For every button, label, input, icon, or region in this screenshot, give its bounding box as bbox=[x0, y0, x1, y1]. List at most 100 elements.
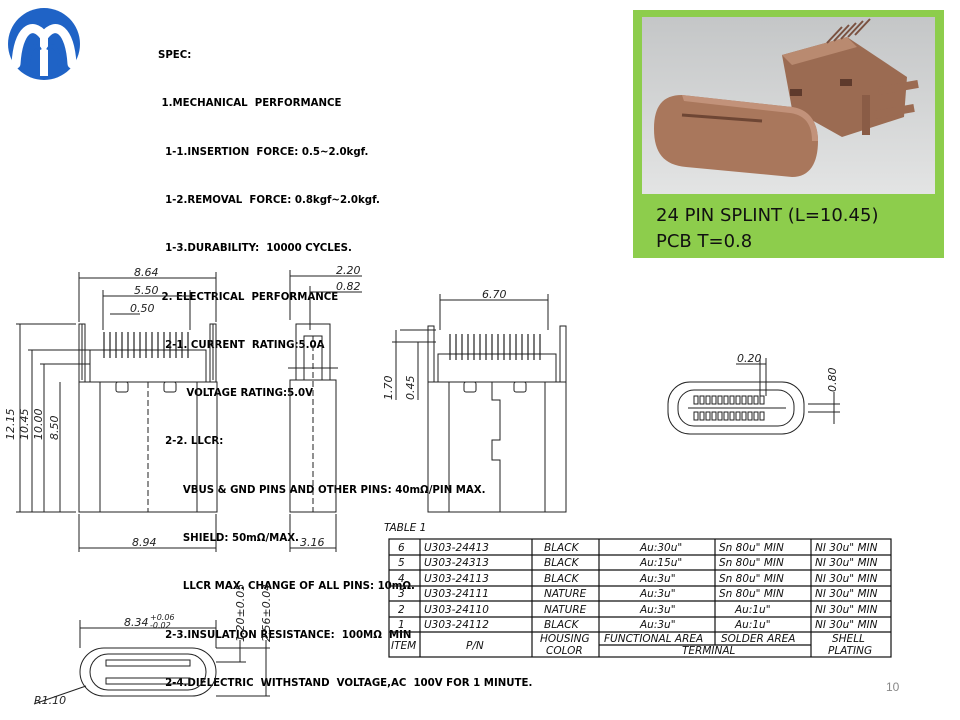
cell-solder: Au:1u" bbox=[734, 604, 771, 616]
dim-10.00: 10.00 bbox=[32, 409, 45, 441]
cell-shell: NI 30u" MIN bbox=[815, 619, 878, 631]
dim-8.64: 8.64 bbox=[134, 266, 159, 279]
header-item: ITEM bbox=[391, 640, 416, 652]
cell-item: 1 bbox=[398, 619, 405, 631]
cell-solder: Sn 80u" MIN bbox=[719, 588, 784, 600]
dim-0.50: 0.50 bbox=[130, 302, 155, 315]
cell-item: 4 bbox=[398, 573, 405, 585]
spec-line: 1-3.DURABILITY: 10000 CYCLES. bbox=[158, 243, 352, 255]
table-row: 5 U303-24313 BLACK Au:15u" Sn 80u" MIN N… bbox=[398, 557, 878, 569]
cell-item: 3 bbox=[398, 588, 405, 600]
cell-color: BLACK bbox=[544, 573, 580, 585]
bottom-view bbox=[33, 620, 270, 705]
table-row: 2 U303-24110 NATURE Au:3u" Au:1u" NI 30u… bbox=[398, 604, 878, 616]
spec-line: 1-2.REMOVAL FORCE: 0.8kgf~2.0kgf. bbox=[158, 195, 380, 207]
cell-functional: Au:3u" bbox=[639, 619, 676, 631]
spec-line: VOLTAGE RATING:5.0V bbox=[158, 388, 314, 400]
cell-pn: U303-24413 bbox=[424, 542, 489, 554]
dim-1.20: 1.20±0.05 bbox=[234, 584, 247, 642]
cell-pn: U303-24313 bbox=[424, 557, 489, 569]
cell-shell: NI 30u" MIN bbox=[815, 588, 878, 600]
cell-shell: NI 30u" MIN bbox=[815, 557, 878, 569]
plating-table: TABLE 1 6 U303-24413 BLACK Au:30u" Sn 80… bbox=[384, 522, 892, 658]
side-view bbox=[288, 270, 362, 552]
caption-line-1: 24 PIN SPLINT (L=10.45) bbox=[656, 205, 879, 226]
cell-shell: NI 30u" MIN bbox=[815, 604, 878, 616]
spec-line: 2-3.INSULATION RESISTANCE: 100MΩ MIN bbox=[158, 629, 412, 641]
dim-tol-down: -0.02 bbox=[150, 621, 171, 630]
spec-line: 2-2. LLCR: bbox=[158, 436, 224, 448]
spec-line: 2-4.DIELECTRIC WITHSTAND VOLTAGE,AC 100V… bbox=[158, 677, 533, 689]
dim-1.70: 1.70 bbox=[382, 376, 395, 401]
table-header: ITEM P/N HOUSING COLOR FUNCTIONAL AREA S… bbox=[391, 633, 872, 657]
header-pn: P/N bbox=[466, 640, 484, 652]
cell-item: 5 bbox=[398, 557, 405, 569]
dim-0.20: 0.20 bbox=[737, 352, 762, 365]
cell-functional: Au:3u" bbox=[639, 604, 676, 616]
cell-item: 6 bbox=[398, 542, 405, 554]
cell-pn: U303-24113 bbox=[424, 573, 489, 585]
cell-shell: NI 30u" MIN bbox=[815, 542, 878, 554]
mouth-view bbox=[667, 358, 840, 435]
header-housing-2: COLOR bbox=[546, 645, 583, 657]
cell-solder: Sn 80u" MIN bbox=[719, 542, 784, 554]
dim-0.80: 0.80 bbox=[826, 368, 839, 393]
cell-functional: Au:3u" bbox=[639, 573, 676, 585]
cell-solder: Au:1u" bbox=[734, 619, 771, 631]
header-shell-2: PLATING bbox=[828, 645, 872, 657]
table-row: 3 U303-24111 NATURE Au:3u" Sn 80u" MIN N… bbox=[398, 588, 878, 600]
spec-line: 2. ELECTRICAL PERFORMANCE bbox=[158, 291, 339, 303]
dim-8.50: 8.50 bbox=[48, 416, 61, 441]
table-row: 6 U303-24413 BLACK Au:30u" Sn 80u" MIN N… bbox=[398, 542, 878, 554]
table-title: TABLE 1 bbox=[384, 522, 426, 534]
dim-2.56: 2.56±0.04 bbox=[260, 584, 273, 642]
cell-solder: Sn 80u" MIN bbox=[719, 557, 784, 569]
header-housing-1: HOUSING bbox=[540, 633, 590, 645]
dim-10.45: 10.45 bbox=[18, 409, 31, 441]
header-terminal: TERMINAL bbox=[682, 645, 736, 657]
cell-color: NATURE bbox=[544, 604, 587, 616]
cell-color: NATURE bbox=[544, 588, 587, 600]
dim-8.34: 8.34 bbox=[124, 616, 149, 629]
cell-color: BLACK bbox=[544, 542, 580, 554]
dim-5.50: 5.50 bbox=[134, 284, 159, 297]
cell-color: BLACK bbox=[544, 619, 580, 631]
cell-functional: Au:3u" bbox=[639, 588, 676, 600]
cell-pn: U303-24110 bbox=[424, 604, 489, 616]
page-number: 10 bbox=[886, 680, 900, 694]
header-solder: SOLDER AREA bbox=[721, 633, 795, 645]
dim-12.15: 12.15 bbox=[4, 409, 17, 441]
spec-line: SPEC: bbox=[158, 50, 192, 62]
cell-functional: Au:30u" bbox=[639, 542, 682, 554]
dim-0.82: 0.82 bbox=[336, 280, 361, 293]
spec-block: SPEC: 1.MECHANICAL PERFORMANCE 1-1.INSER… bbox=[158, 16, 608, 708]
product-caption: 24 PIN SPLINT (L=10.45) PCB T=0.8 bbox=[656, 203, 878, 255]
cell-pn: U303-24112 bbox=[424, 619, 489, 631]
front-view bbox=[16, 272, 218, 552]
cell-solder: Sn 80u" MIN bbox=[719, 573, 784, 585]
product-photo-panel: 24 PIN SPLINT (L=10.45) PCB T=0.8 bbox=[633, 10, 944, 258]
dim-3.16: 3.16 bbox=[300, 536, 325, 549]
cell-shell: NI 30u" MIN bbox=[815, 573, 878, 585]
spec-line: 1-1.INSERTION FORCE: 0.5~2.0kgf. bbox=[158, 146, 369, 158]
header-functional: FUNCTIONAL AREA bbox=[604, 633, 703, 645]
dim-6.70: 6.70 bbox=[482, 288, 507, 301]
dim-2.20: 2.20 bbox=[336, 264, 361, 277]
cell-pn: U303-24111 bbox=[424, 588, 489, 600]
header-shell-1: SHELL bbox=[832, 633, 865, 645]
dim-8.94: 8.94 bbox=[132, 536, 157, 549]
table-row: 4 U303-24113 BLACK Au:3u" Sn 80u" MIN NI… bbox=[398, 573, 878, 585]
connector-3d-image bbox=[654, 18, 919, 177]
dimension-labels: 8.64 5.50 0.50 12.15 10.45 10.00 8.50 8.… bbox=[4, 264, 839, 707]
spec-line: 1.MECHANICAL PERFORMANCE bbox=[158, 98, 342, 110]
rear-view bbox=[392, 294, 567, 513]
dim-r1.10: R1.10 bbox=[34, 694, 66, 707]
spec-line: LLCR MAX. CHANGE OF ALL PINS: 10mΩ. bbox=[158, 581, 415, 593]
dim-0.45: 0.45 bbox=[404, 376, 417, 401]
company-logo bbox=[8, 8, 80, 80]
cell-functional: Au:15u" bbox=[639, 557, 682, 569]
table-row: 1 U303-24112 BLACK Au:3u" Au:1u" NI 30u"… bbox=[398, 619, 878, 631]
cell-color: BLACK bbox=[544, 557, 580, 569]
cell-item: 2 bbox=[398, 604, 405, 616]
